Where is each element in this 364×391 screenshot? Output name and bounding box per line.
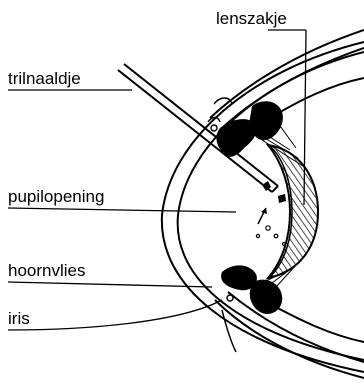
- label-cornea: hoornvlies: [8, 261, 86, 280]
- label-lens-capsule: lenszakje: [216, 9, 287, 28]
- cornea-arcs: [162, 42, 364, 372]
- label-pupil-opening: pupilopening: [8, 187, 104, 206]
- label-vibrating-needle: trilnaaldje: [8, 69, 81, 88]
- direction-arrow: [258, 208, 267, 224]
- sclera-lower: [215, 292, 364, 378]
- sclera-upper: [210, 30, 364, 128]
- label-iris: iris: [8, 309, 30, 328]
